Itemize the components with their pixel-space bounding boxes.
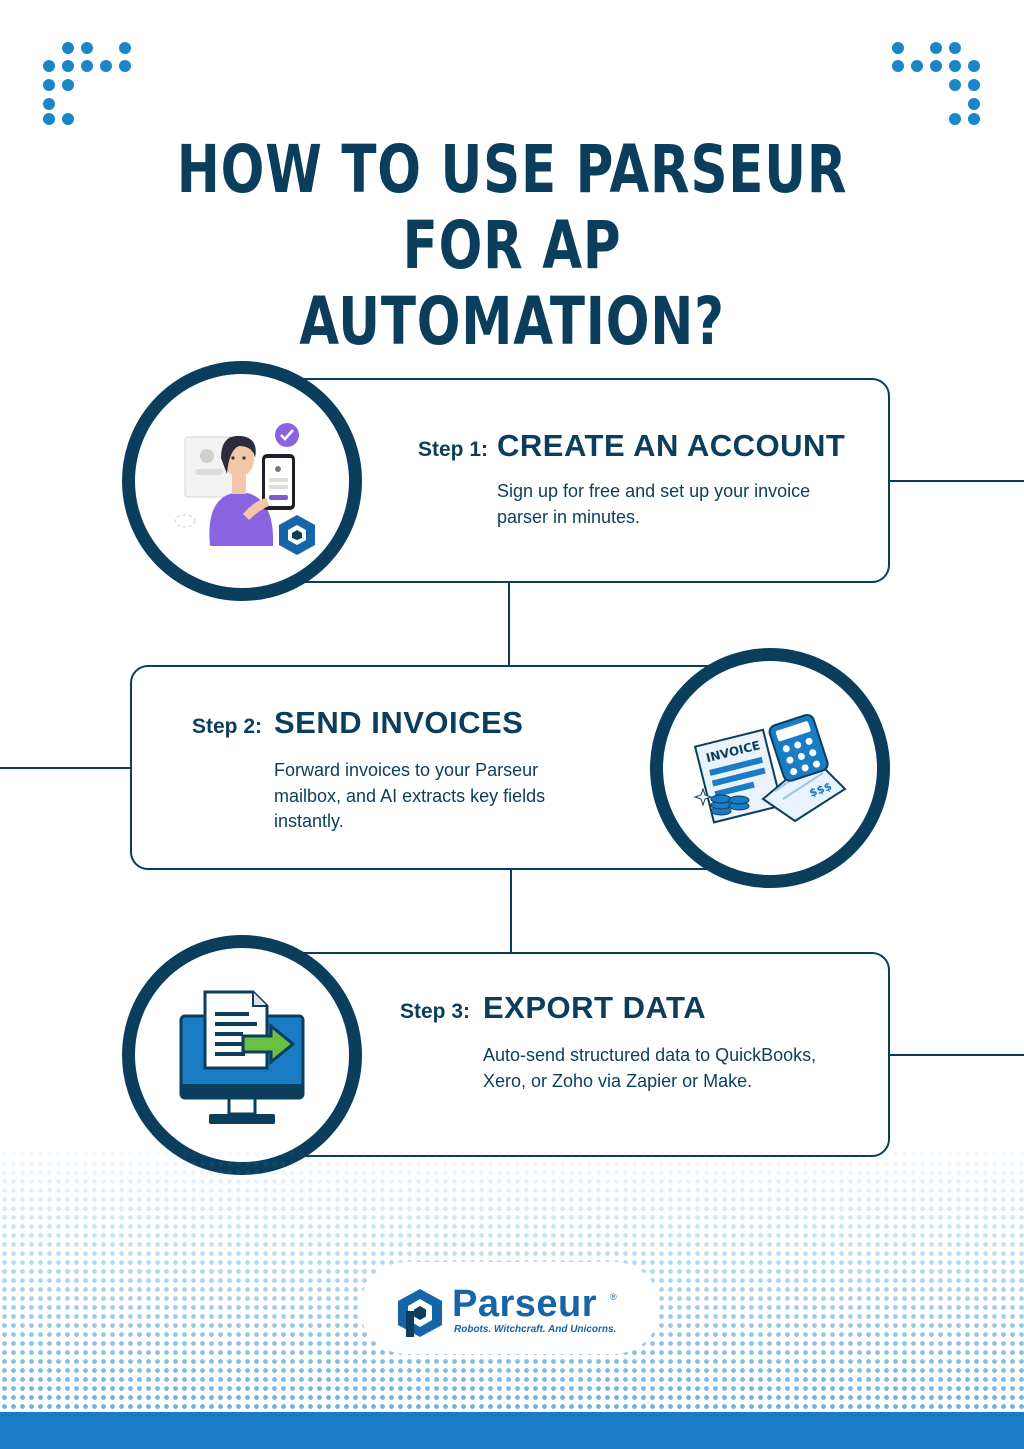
connector-line (508, 582, 510, 666)
step-3-circle (122, 935, 362, 1175)
invoice-calculator-icon: INVOICE $$$ (693, 714, 847, 824)
connector-line (888, 480, 1024, 482)
step-3-label: Step 3: (400, 1000, 471, 1023)
connector-line (510, 869, 512, 953)
step-2-circle: INVOICE $$$ (650, 648, 890, 888)
bottom-bar (0, 1412, 1024, 1449)
brand-registered-mark: ® (610, 1292, 617, 1302)
parseur-hex-logo-icon (398, 1289, 442, 1337)
step-2-label: Step 2: (192, 715, 263, 738)
step-2-description: Forward invoices to your Parseur mailbox… (274, 760, 546, 831)
step-3-heading: EXPORT DATA (483, 990, 707, 1025)
step-1-description: Sign up for free and set up your invoice… (497, 481, 811, 527)
step-1-circle (122, 361, 362, 601)
connector-line (0, 767, 132, 769)
step-1-label: Step 1: (418, 438, 489, 461)
page-title-line-2: AUTOMATION? (299, 283, 725, 360)
step-2-heading: SEND INVOICES (274, 705, 524, 740)
brand-tagline: Robots. Witchcraft. And Unicorns. (454, 1324, 617, 1335)
person-signup-icon (174, 423, 315, 555)
page-title: HOW TO USE PARSEUR FOR AP AUTOMATION? (113, 132, 912, 360)
brand-name: Parseur (452, 1283, 598, 1325)
connector-line (888, 1054, 1024, 1056)
step-3-description: Auto-send structured data to QuickBooks,… (483, 1045, 817, 1091)
step-1-heading: CREATE AN ACCOUNT (497, 428, 846, 463)
page-title-line-1: HOW TO USE PARSEUR FOR AP (176, 131, 848, 284)
export-monitor-icon (179, 990, 305, 1124)
